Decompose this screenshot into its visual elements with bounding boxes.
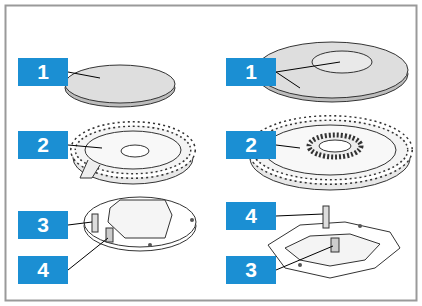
burner-base (84, 197, 196, 251)
burner-base (268, 206, 400, 278)
callout-number: 3 (18, 211, 68, 239)
burner-cap (65, 65, 175, 107)
frame (6, 6, 417, 301)
leader-line (68, 62, 340, 270)
burner-crown (73, 124, 193, 184)
callout-number: 3 (226, 256, 276, 284)
callout-number: 1 (18, 58, 68, 86)
burner-cap (256, 42, 408, 102)
callout-number: 1 (226, 58, 276, 86)
callout-number: 4 (226, 202, 276, 230)
callout-number: 2 (226, 131, 276, 159)
callout-number: 4 (18, 256, 68, 284)
callout-number: 2 (18, 131, 68, 159)
